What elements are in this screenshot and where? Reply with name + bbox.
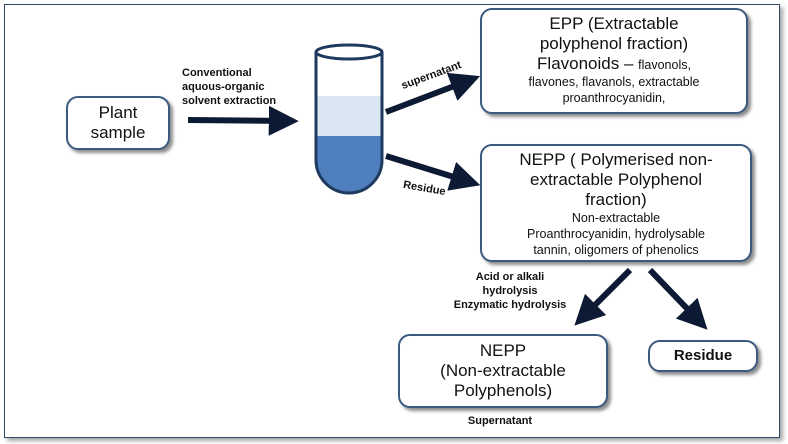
epp-detail-inline: flavonols, (638, 58, 691, 72)
label-hydrolysis: Acid or alkali hydrolysis Enzymatic hydr… (440, 270, 580, 312)
arrow-plant-to-tube (187, 105, 299, 136)
tube-rim (314, 43, 384, 61)
nepp-title-line-1: NEPP ( Polymerised non- (519, 150, 713, 169)
label-hydrolysis-line-2: hydrolysis (482, 285, 538, 297)
nepp-bottom-line-2: (Non-extractable (440, 361, 566, 380)
epp-subtitle-row: Flavonoids – flavonols, (482, 54, 746, 74)
label-extraction-line-3: solvent extraction (182, 95, 277, 107)
epp-detail-line-1: flavones, flavanols, extractable (528, 75, 700, 89)
plant-sample-line-1: Plant (98, 103, 138, 122)
label-supernatant-bottom-text: Supernatant (467, 415, 533, 427)
epp-subtitle: Flavonoids – (537, 54, 639, 73)
nepp-title-line-3: fraction) (585, 190, 647, 209)
epp-detail-line-2: proanthrocyanidin, (562, 91, 666, 105)
nepp-detail-line-1: Non-extractable (571, 211, 661, 225)
plant-sample-box: Plant sample (66, 96, 170, 150)
label-extraction: Conventional aquous-organic solvent extr… (166, 66, 306, 108)
epp-box: EPP (Extractable polyphenol fraction) Fl… (480, 8, 748, 114)
nepp-bottom-line-1: NEPP (479, 341, 527, 360)
epp-title-line-2: polyphenol fraction) (539, 34, 689, 53)
arrow-nepp-to-residue (647, 267, 708, 330)
residue-box: Residue (648, 340, 758, 372)
epp-title-line-1: EPP (Extractable (549, 14, 679, 33)
nepp-title-line-2: extractable Polyphenol (529, 170, 702, 189)
label-supernatant-bottom: Supernatant (450, 414, 550, 428)
nepp-detail-line-2: Proanthrocyanidin, hydrolysable (527, 227, 705, 241)
tube-residue-layer (316, 136, 382, 193)
test-tube (314, 43, 384, 195)
diagram-frame (4, 4, 780, 438)
label-extraction-line-2: aquous-organic (182, 81, 265, 93)
arrow-tube-to-epp (384, 72, 481, 115)
arrow-tube-to-nepp (385, 153, 481, 191)
label-hydrolysis-line-1: Acid or alkali (475, 271, 545, 283)
label-hydrolysis-line-3: Enzymatic hydrolysis (453, 299, 567, 311)
nepp-detail-line-3: tannin, oligomers of phenolics (533, 243, 699, 257)
nepp-fraction-box: NEPP ( Polymerised non- extractable Poly… (480, 144, 752, 262)
tube-supernatant-layer (316, 96, 382, 136)
nepp-bottom-line-3: Polyphenols) (453, 381, 553, 400)
nepp-nonextractable-box: NEPP (Non-extractable Polyphenols) (398, 334, 608, 408)
residue-box-label: Residue (673, 347, 733, 364)
tube-outline (314, 52, 384, 195)
label-extraction-line-1: Conventional (182, 67, 252, 79)
arrow-nepp-to-supernatant (574, 267, 633, 326)
plant-sample-line-2: sample (90, 123, 146, 142)
